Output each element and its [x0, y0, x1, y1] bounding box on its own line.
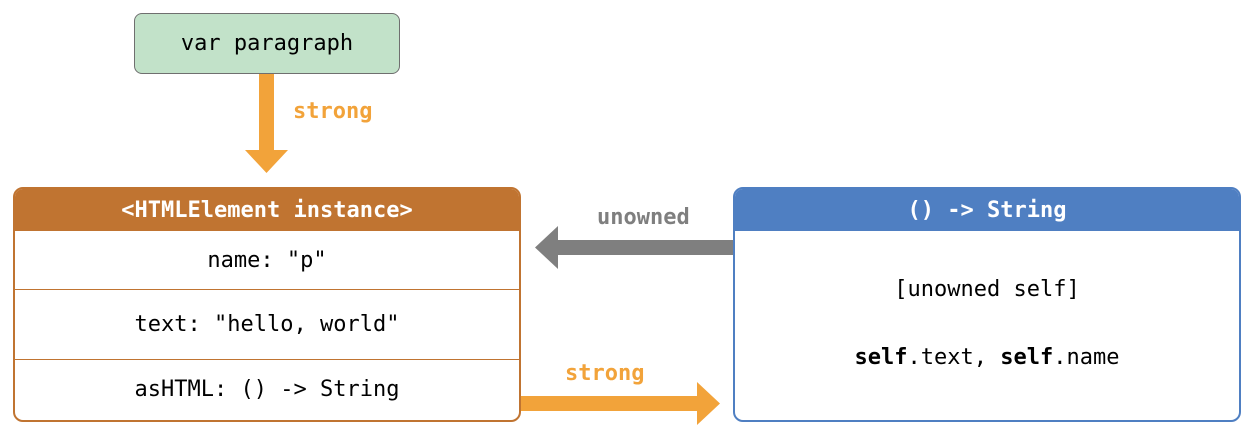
- property-row-text: text: "hello, world": [15, 289, 519, 360]
- self-keyword-2: self: [1000, 344, 1054, 370]
- strong-reference-label: strong: [293, 99, 373, 124]
- self-keyword: self: [854, 344, 908, 370]
- strong-reference-label-closure: strong: [565, 361, 645, 386]
- closure-body-text: .text,: [907, 344, 1001, 370]
- variable-label: var paragraph: [180, 31, 354, 56]
- strong-arrow-instance-to-closure: [521, 382, 720, 425]
- variable-box: var paragraph: [134, 13, 400, 74]
- html-element-instance-box: <HTMLElement instance> name: "p" text: "…: [13, 187, 521, 422]
- property-row-name: name: "p": [15, 231, 519, 290]
- property-ashtml-text: asHTML: () -> String: [134, 377, 400, 402]
- instance-title: <HTMLElement instance>: [121, 197, 413, 223]
- closure-box: () -> String [unowned self] self.text, s…: [733, 187, 1241, 422]
- capture-list: [unowned self]: [735, 267, 1239, 311]
- property-row-ashtml: asHTML: () -> String: [15, 359, 519, 420]
- unowned-reference-label: unowned: [597, 205, 690, 230]
- closure-body-text-2: .name: [1053, 344, 1120, 370]
- closure-body: self.text, self.name: [735, 335, 1239, 379]
- instance-header: <HTMLElement instance>: [15, 189, 519, 231]
- unowned-arrow-closure-to-instance: [535, 226, 733, 269]
- property-name-text: name: "p": [207, 247, 327, 273]
- capture-list-text: [unowned self]: [894, 276, 1080, 302]
- closure-header: () -> String: [735, 189, 1239, 231]
- property-text-text: text: "hello, world": [134, 311, 400, 337]
- strong-arrow-variable-to-instance: [245, 74, 288, 173]
- closure-title: () -> String: [907, 197, 1067, 223]
